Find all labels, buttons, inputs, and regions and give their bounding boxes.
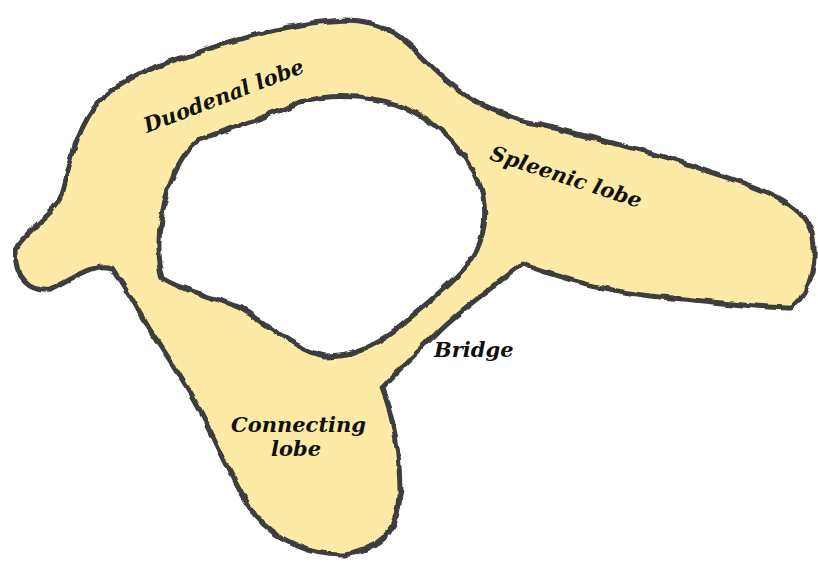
part-label: Bridge [434,338,514,362]
pancreas-outline [15,20,814,555]
part-label: Connecting lobe [231,413,361,461]
